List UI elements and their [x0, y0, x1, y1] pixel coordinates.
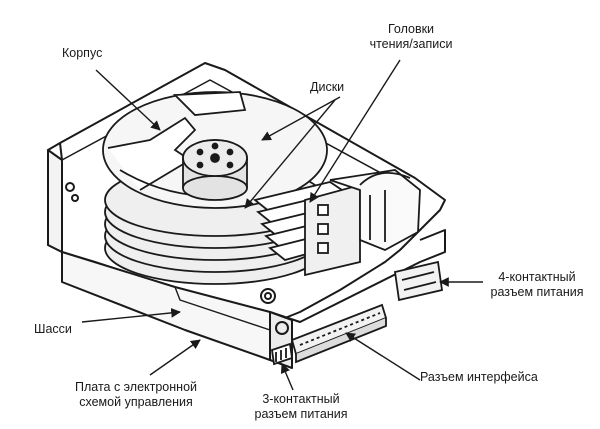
label-heads-line1: Головки [387, 22, 435, 36]
arrow-disks [261, 96, 341, 141]
label-power3: 3-контактный разъем питания [246, 392, 356, 422]
label-power4: 4-контактный разъем питания [478, 270, 596, 300]
label-korpus: Корпус [62, 46, 103, 60]
label-board-line1: Плата с электронной [74, 380, 197, 394]
label-board: Плата с электронной схемой управления [66, 380, 206, 410]
label-power3-line1: 3-контактный [262, 392, 340, 406]
label-heads-line2: чтения/записи [369, 37, 453, 51]
arrow-interface [345, 332, 421, 381]
head-actuator [253, 169, 421, 277]
label-power3-line2: разъем питания [254, 407, 348, 421]
label-disks: Диски [310, 80, 345, 94]
arrow-chassis [81, 308, 181, 323]
label-heads: Головки чтения/записи [356, 22, 466, 52]
arrow-korpus [95, 69, 161, 131]
label-interface: Разъем интерфейса [420, 370, 538, 384]
label-chassis: Шасси [34, 322, 72, 336]
connectors [271, 260, 444, 366]
arrow-disks-2 [244, 99, 336, 209]
label-power4-line1: 4-контактный [498, 270, 576, 284]
arrow-heads [309, 59, 401, 203]
callout-lines [81, 59, 483, 391]
label-power4-line2: разъем питания [490, 285, 584, 299]
label-board-line2: схемой управления [79, 395, 193, 409]
arrow-board [149, 339, 201, 376]
arrow-power3 [280, 363, 294, 391]
